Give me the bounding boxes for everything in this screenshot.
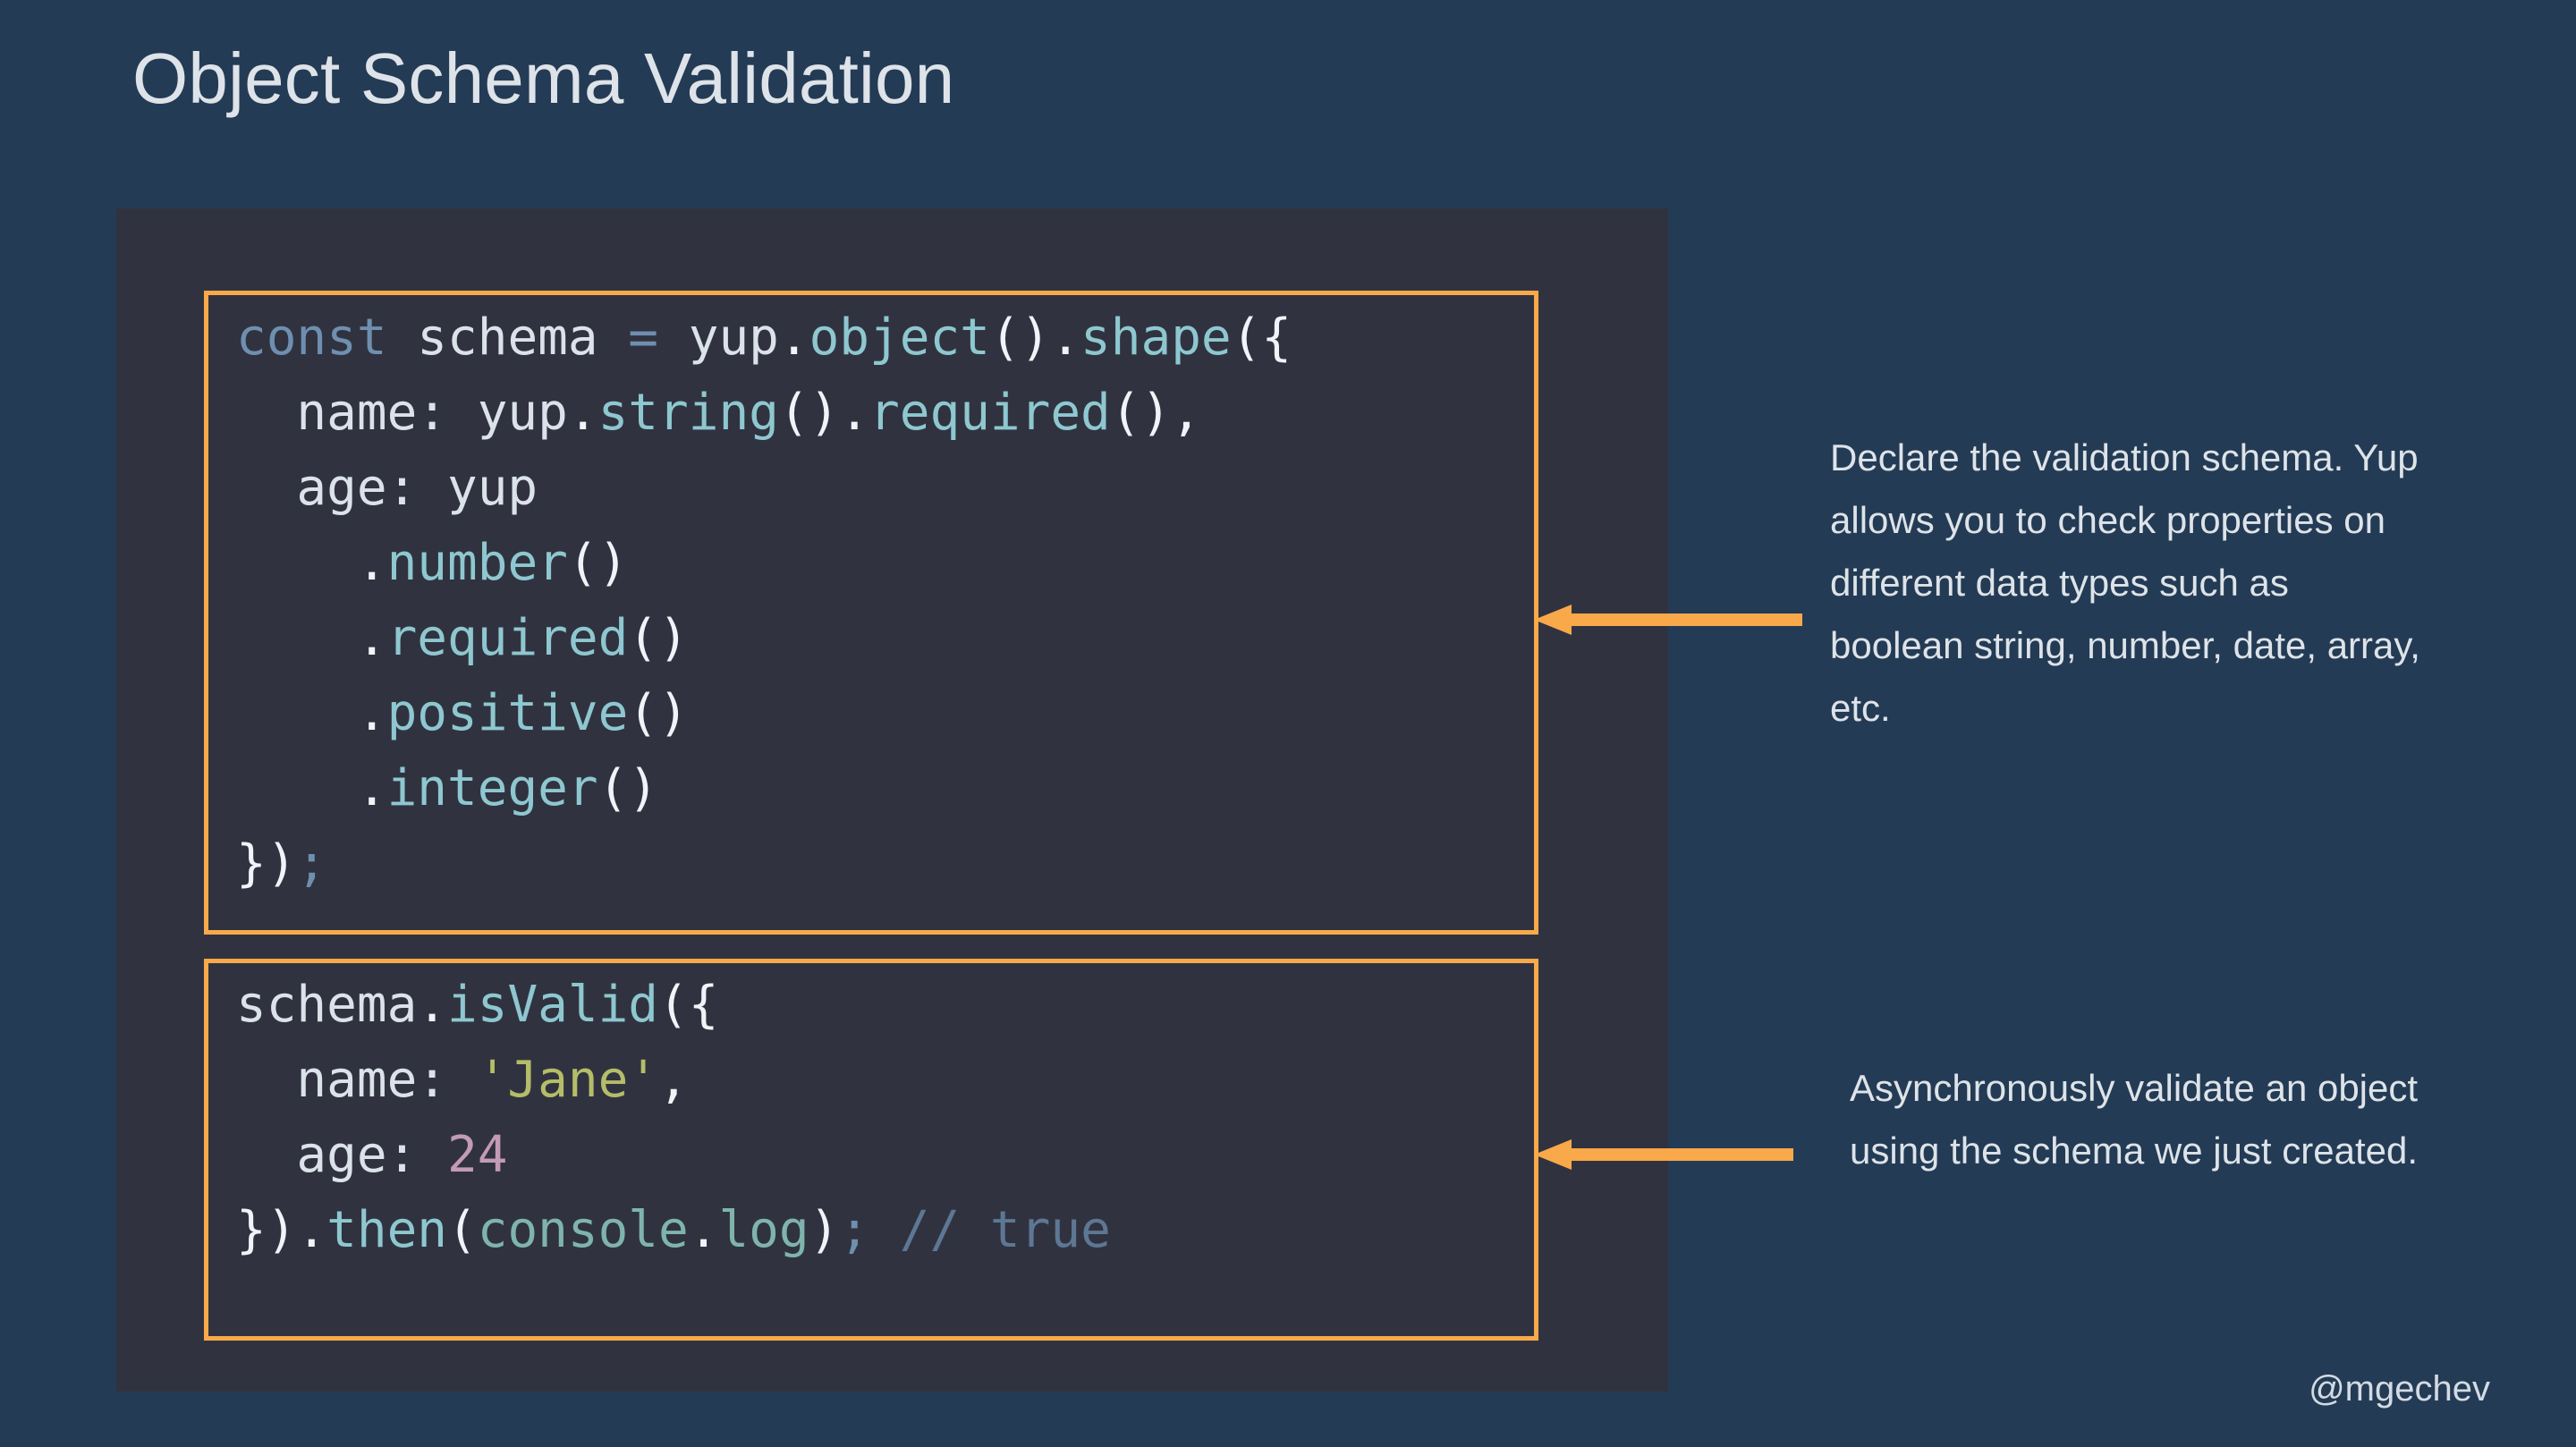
code-token-const-keyword: const — [236, 309, 387, 367]
code-token-age-key: age: — [236, 1126, 448, 1184]
annotation-async-validate: Asynchronously validate an object using … — [1850, 1067, 2419, 1172]
code-token-object-method: object — [809, 309, 990, 367]
code-token-jane-string: 'Jane' — [477, 1051, 659, 1109]
code-token-assign-operator: = — [628, 309, 659, 367]
code-token-positive-method: positive — [386, 684, 629, 742]
code-token-parens-comma: (), — [1110, 384, 1201, 442]
code-token-integer-method: integer — [386, 759, 598, 817]
code-token-then-method: then — [326, 1201, 448, 1259]
code-token-required-method: required — [386, 609, 629, 667]
code-token-dot: . — [236, 684, 387, 742]
code-token-close-brace-paren: }) — [236, 1201, 297, 1259]
code-token-dot: . — [236, 759, 387, 817]
code-token-parens: () — [628, 609, 689, 667]
code-block-schema-validation-call-text: schema.isValid({ name: 'Jane', age: 24 }… — [236, 968, 1111, 1268]
code-token-parens: () — [628, 684, 689, 742]
code-token-parens: () — [778, 384, 840, 442]
code-token-schema-ident: schema — [386, 309, 629, 367]
code-token-name-key: name: yup — [236, 384, 568, 442]
code-token-open-brace: ({ — [1231, 309, 1292, 367]
code-token-24-number: 24 — [447, 1126, 508, 1184]
code-token-name-key: name: — [236, 1051, 478, 1109]
code-token-dot: . — [417, 976, 448, 1034]
code-block-schema-declaration-text: const schema = yup.object().shape({ name… — [236, 300, 1292, 901]
code-token-string-method: string — [597, 384, 779, 442]
code-token-semicolon: ; — [296, 834, 327, 893]
code-token-dot: . — [839, 384, 870, 442]
code-token-dot: . — [567, 384, 598, 442]
code-token-dot: . — [236, 534, 387, 592]
code-token-parens: () — [989, 309, 1051, 367]
annotation-declare-schema: Declare the validation schema. Yup allow… — [1830, 436, 2420, 729]
code-panel — [116, 208, 1668, 1392]
code-token-isvalid-method: isValid — [447, 976, 659, 1034]
code-token-schema-ident: schema — [236, 976, 418, 1034]
author-handle: @mgechev — [2309, 1369, 2490, 1409]
code-token-age-key: age: yup — [236, 459, 538, 517]
code-token-dot: . — [778, 309, 809, 367]
code-token-yup-ident: yup — [658, 309, 779, 367]
code-token-semicolon: ; — [839, 1201, 870, 1259]
code-token-close-paren: ) — [809, 1201, 840, 1259]
code-token-true-comment: // true — [869, 1201, 1111, 1259]
code-token-number-method: number — [386, 534, 568, 592]
code-token-required-method: required — [869, 384, 1111, 442]
code-token-shape-method: shape — [1080, 309, 1232, 367]
code-token-console-ident: console — [477, 1201, 689, 1259]
code-token-open-paren: ( — [447, 1201, 478, 1259]
code-token-parens: () — [597, 759, 659, 817]
code-token-close-brace-paren: }) — [236, 834, 297, 893]
code-token-dot: . — [296, 1201, 327, 1259]
code-token-dot: . — [688, 1201, 719, 1259]
code-token-dot: . — [1050, 309, 1081, 367]
code-token-dot: . — [236, 609, 387, 667]
code-token-parens: () — [567, 534, 629, 592]
code-token-log-ident: log — [718, 1201, 809, 1259]
code-token-open-brace: ({ — [658, 976, 719, 1034]
code-token-comma: , — [658, 1051, 689, 1109]
page-title: Object Schema Validation — [132, 38, 955, 118]
